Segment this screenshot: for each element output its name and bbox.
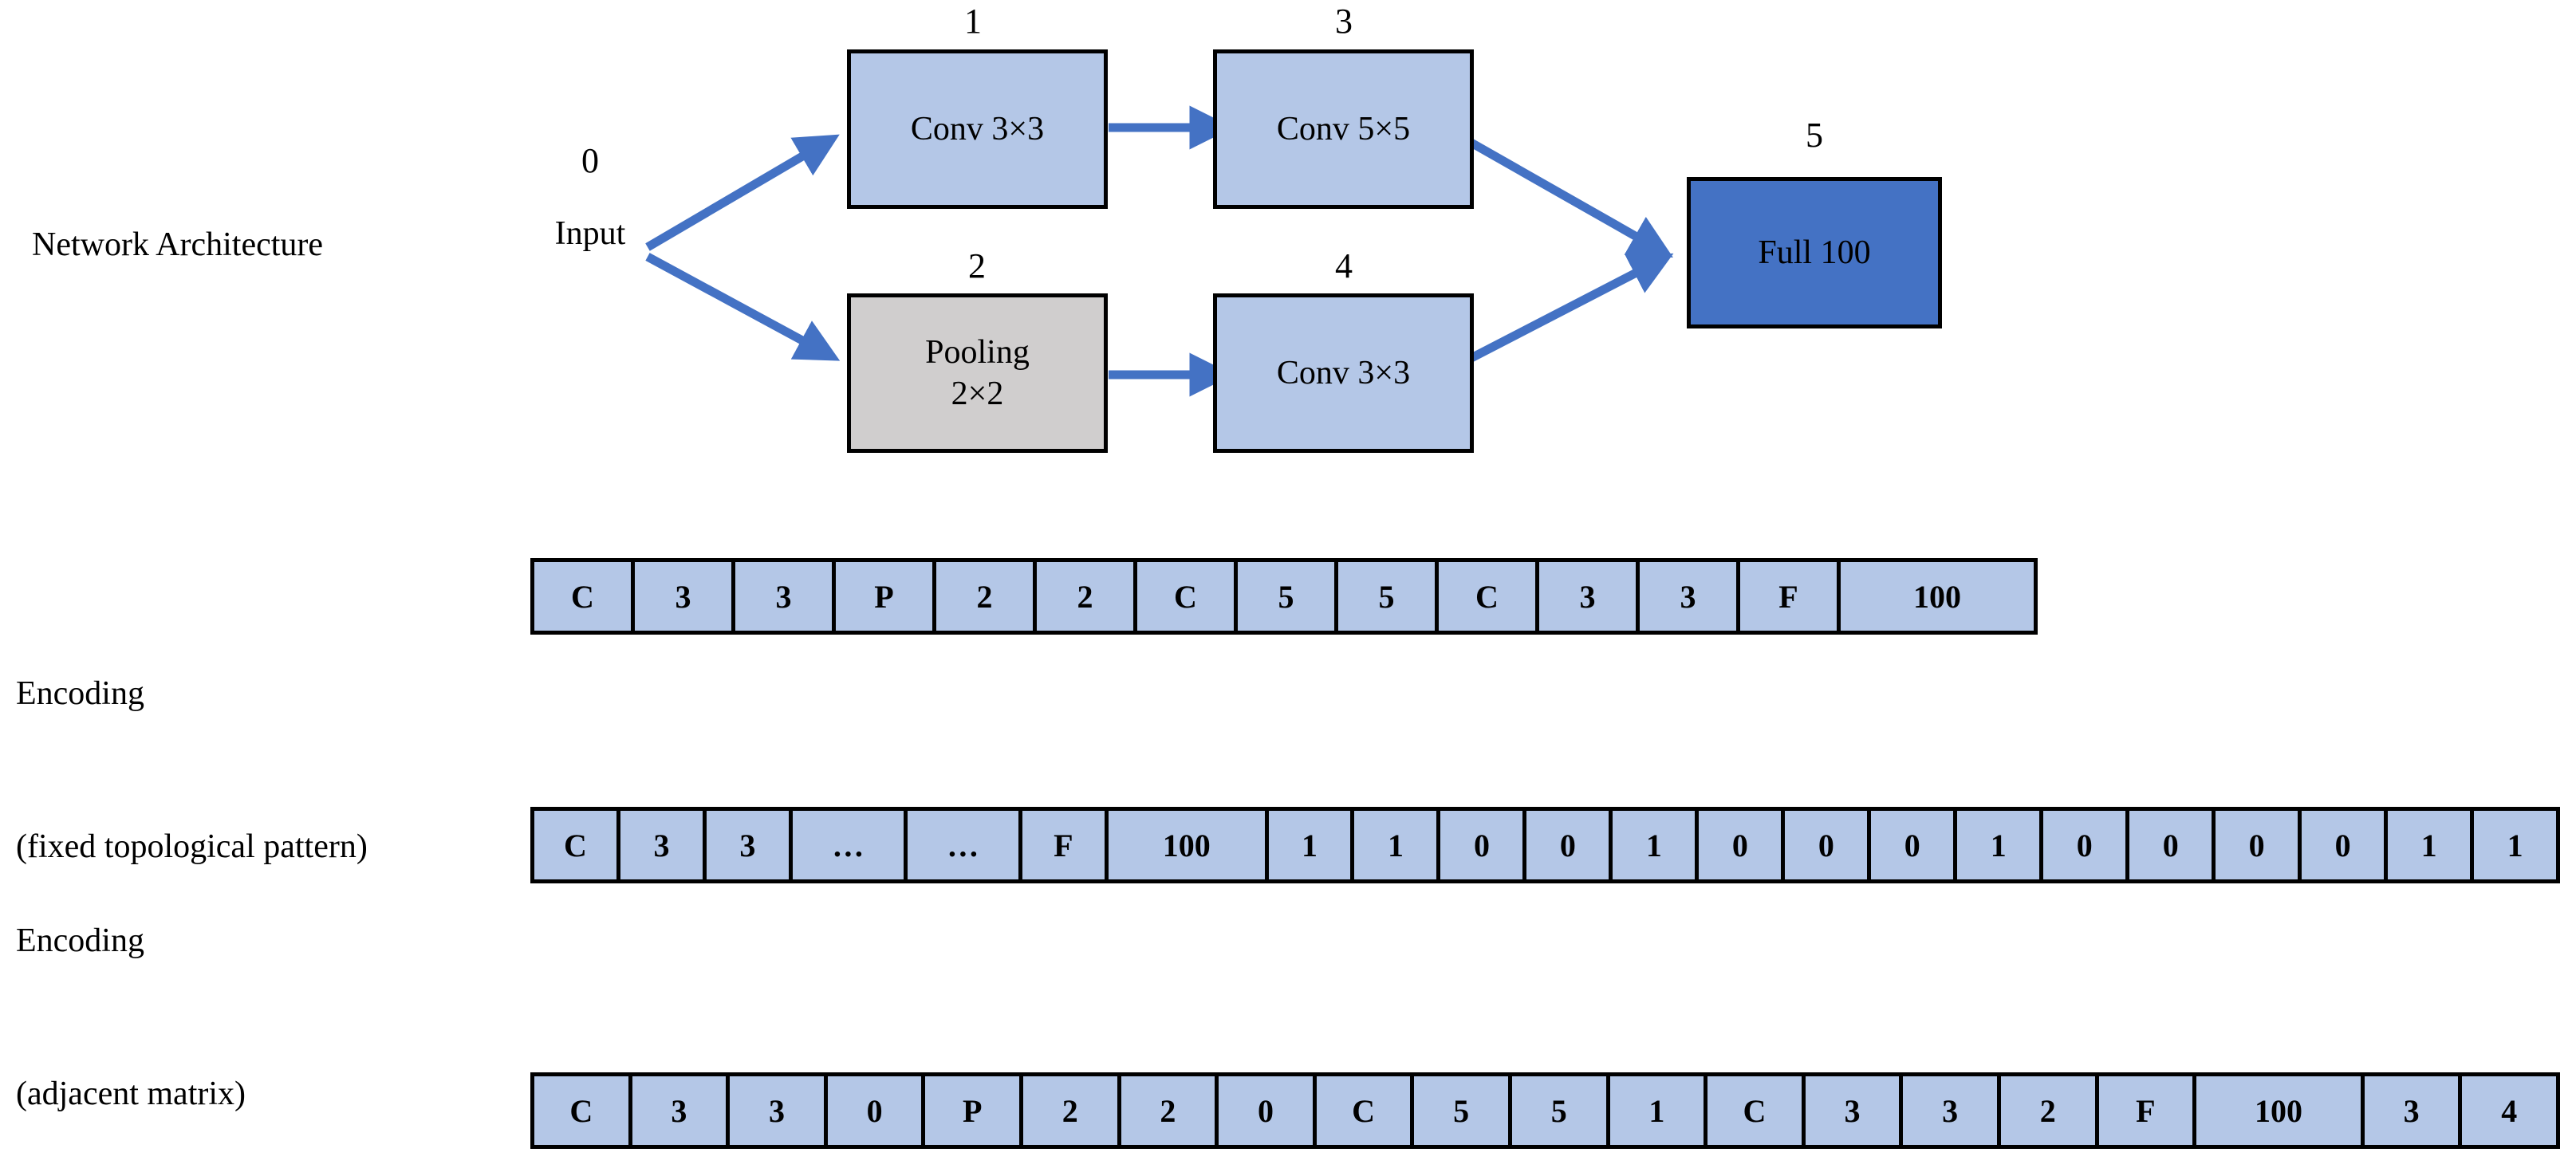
encoding-cell[interactable]: 0 xyxy=(1785,811,1872,879)
encoding-cell[interactable]: 2 xyxy=(2000,1076,2099,1145)
node-index-5: 5 xyxy=(1806,116,1823,155)
encoding-cell[interactable]: 3 xyxy=(735,562,836,631)
encoding-cell[interactable]: F xyxy=(1022,811,1109,879)
encoding-cell[interactable]: C xyxy=(534,811,620,879)
encoding-cell[interactable]: 0 xyxy=(1440,811,1527,879)
encoding-cell[interactable]: P xyxy=(836,562,936,631)
encoding-cell[interactable]: C xyxy=(1707,1076,1806,1145)
row-label-line1: Encoding xyxy=(16,675,144,712)
encoding-cell[interactable]: F xyxy=(2098,1076,2197,1145)
encoding-cell[interactable]: 3 xyxy=(1640,562,1740,631)
encoding-cell[interactable]: 2 xyxy=(1022,1076,1121,1145)
encoding-cell[interactable]: 0 xyxy=(1871,811,1958,879)
layer-box-conv3x3-1[interactable]: Conv 3×3 xyxy=(847,49,1108,209)
encoding-cell[interactable]: C xyxy=(1439,562,1539,631)
encoding-cell[interactable]: 0 xyxy=(2302,811,2389,879)
encoding-cell[interactable]: 3 xyxy=(1805,1076,1904,1145)
encoding-cell[interactable]: F xyxy=(1740,562,1841,631)
encoding-cell[interactable]: C xyxy=(1137,562,1238,631)
encoding-cell[interactable]: 1 xyxy=(1268,811,1355,879)
pooling-label-line1: Pooling xyxy=(925,333,1030,371)
encoding-cell[interactable]: 100 xyxy=(1108,811,1269,879)
row-label-encoding-adjacent-list: Encoding (adjacent list) xyxy=(16,1075,199,1172)
row-label-line2: (fixed topological pattern) xyxy=(16,828,368,865)
layer-box-full100[interactable]: Full 100 xyxy=(1687,177,1942,328)
row-label-network-architecture: Network Architecture xyxy=(32,226,324,263)
node-label-input: Input xyxy=(554,215,626,252)
encoding-cell[interactable]: 5 xyxy=(1414,1076,1512,1145)
row-label-line1: Encoding xyxy=(16,922,144,959)
encoding-cell[interactable]: 3 xyxy=(632,1076,731,1145)
layer-box-conv3x3-2[interactable]: Conv 3×3 xyxy=(1213,293,1474,453)
encoding-cell[interactable]: 0 xyxy=(827,1076,926,1145)
encoding-cell[interactable]: 0 xyxy=(2216,811,2302,879)
encoding-cell[interactable]: 1 xyxy=(1957,811,2044,879)
encoding-cell[interactable]: … xyxy=(792,811,908,879)
encoding-cell[interactable]: C xyxy=(534,562,635,631)
encoding-cell[interactable]: 0 xyxy=(2043,811,2130,879)
node-index-1: 1 xyxy=(964,2,982,41)
encoding-cell[interactable]: 2 xyxy=(936,562,1037,631)
encoding-cell[interactable]: C xyxy=(1316,1076,1415,1145)
encoding-cell[interactable]: 3 xyxy=(730,1076,828,1145)
encoding-cell[interactable]: C xyxy=(534,1076,632,1145)
encoding-cell[interactable]: 5 xyxy=(1238,562,1338,631)
encoding-cell[interactable]: 0 xyxy=(1526,811,1613,879)
encoding-cell[interactable]: 2 xyxy=(1037,562,1137,631)
encoding-cell[interactable]: 3 xyxy=(635,562,735,631)
encoding-cell[interactable]: … xyxy=(907,811,1022,879)
node-index-2: 2 xyxy=(968,246,986,285)
layer-box-conv5x5[interactable]: Conv 5×5 xyxy=(1213,49,1474,209)
encoding-cell[interactable]: P xyxy=(925,1076,1023,1145)
encoding-cell[interactable]: 0 xyxy=(1219,1076,1317,1145)
encoding-cell[interactable]: 0 xyxy=(1699,811,1786,879)
row-label-line2: (adjacent matrix) xyxy=(16,1076,246,1112)
encoding-cell[interactable]: 1 xyxy=(2388,811,2475,879)
encoding-cell[interactable]: 1 xyxy=(2474,811,2557,879)
encoding-cell[interactable]: 3 xyxy=(1539,562,1640,631)
encoding-cell[interactable]: 100 xyxy=(1841,562,2034,631)
layer-box-pooling2x2[interactable]: Pooling 2×2 xyxy=(847,293,1108,453)
encoding-cell[interactable]: 2 xyxy=(1121,1076,1219,1145)
encoding-cell[interactable]: 3 xyxy=(620,811,707,879)
encoding-cell[interactable]: 3 xyxy=(706,811,793,879)
encoding-cell[interactable]: 3 xyxy=(2364,1076,2463,1145)
node-index-3: 3 xyxy=(1335,2,1353,41)
encoding-cell[interactable]: 1 xyxy=(1354,811,1441,879)
encoding-cell[interactable]: 1 xyxy=(1609,1076,1708,1145)
encoding-cell[interactable]: 0 xyxy=(2129,811,2216,879)
encoding-cell[interactable]: 4 xyxy=(2462,1076,2557,1145)
node-index-0: 0 xyxy=(581,141,599,180)
encoding-cell[interactable]: 100 xyxy=(2196,1076,2365,1145)
encoding-cell[interactable]: 3 xyxy=(1903,1076,2001,1145)
row-label-encoding-fixed-pattern: Encoding (fixed topological pattern) xyxy=(16,566,368,974)
encoding-cell[interactable]: 5 xyxy=(1511,1076,1610,1145)
encoding-cell[interactable]: 1 xyxy=(1613,811,1700,879)
encoding-cell[interactable]: 5 xyxy=(1338,562,1439,631)
pooling-label-line2: 2×2 xyxy=(951,376,1004,412)
node-index-4: 4 xyxy=(1335,246,1353,285)
row-label-encoding-adjacent-matrix: Encoding (adjacent matrix) xyxy=(16,813,246,1172)
